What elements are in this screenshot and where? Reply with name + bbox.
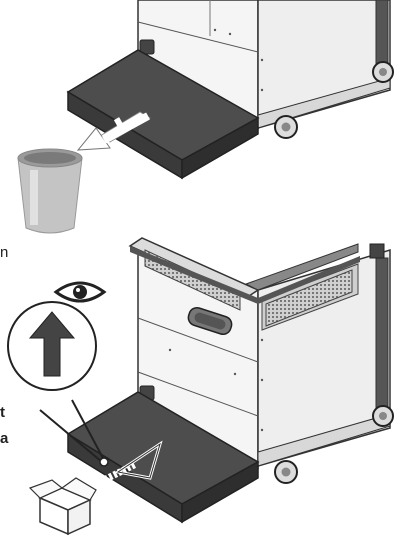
cardboard-box-icon bbox=[30, 478, 96, 534]
trash-bin-icon bbox=[18, 149, 82, 233]
edge-text-fragment-3: a bbox=[0, 430, 8, 447]
edge-text-fragment-2: t bbox=[0, 404, 5, 421]
edge-text-fragment-1: n bbox=[0, 244, 8, 261]
up-arrow-icon bbox=[8, 302, 96, 390]
eye-icon bbox=[56, 283, 104, 301]
